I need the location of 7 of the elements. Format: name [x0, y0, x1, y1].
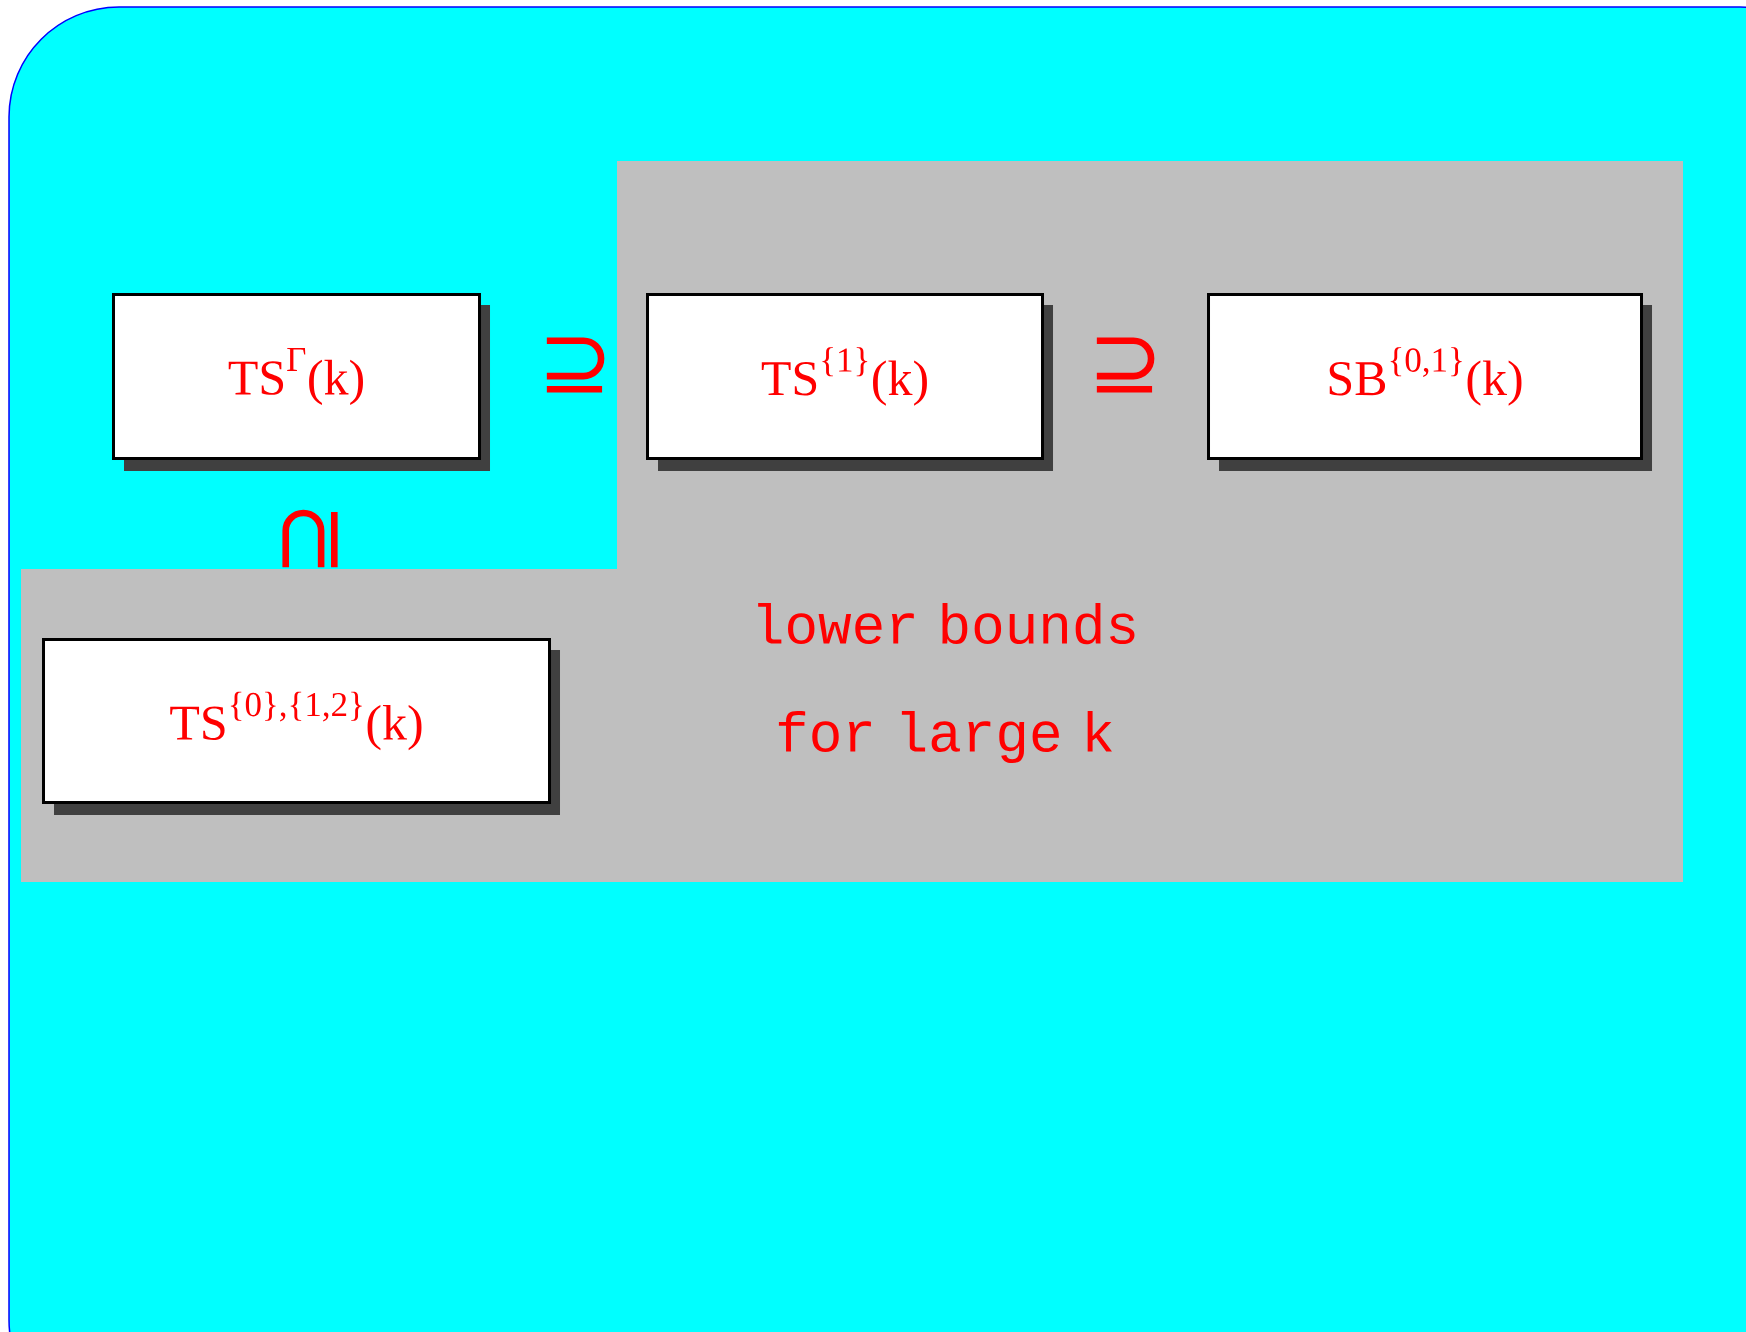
formula-box: $\text{TS}^{\text{\{1\}}}\text{(k)}$	[646, 293, 1053, 471]
subset-symbol: ⊇	[282, 509, 338, 568]
formula-box: $\text{SB}^{\text{\{0,1\}}}\text{(k)}$	[1207, 293, 1652, 471]
subset-symbol: ⊇	[1096, 337, 1155, 393]
formula-box: $\text{TS}^{\text{\{0\},\{1,2\}}}\text{(k)}$	[42, 638, 560, 815]
formula-box: $\text{TS}^{\text{Γ}}\text{(k)}$	[112, 293, 490, 471]
subset-symbol: ⊇	[546, 337, 605, 393]
